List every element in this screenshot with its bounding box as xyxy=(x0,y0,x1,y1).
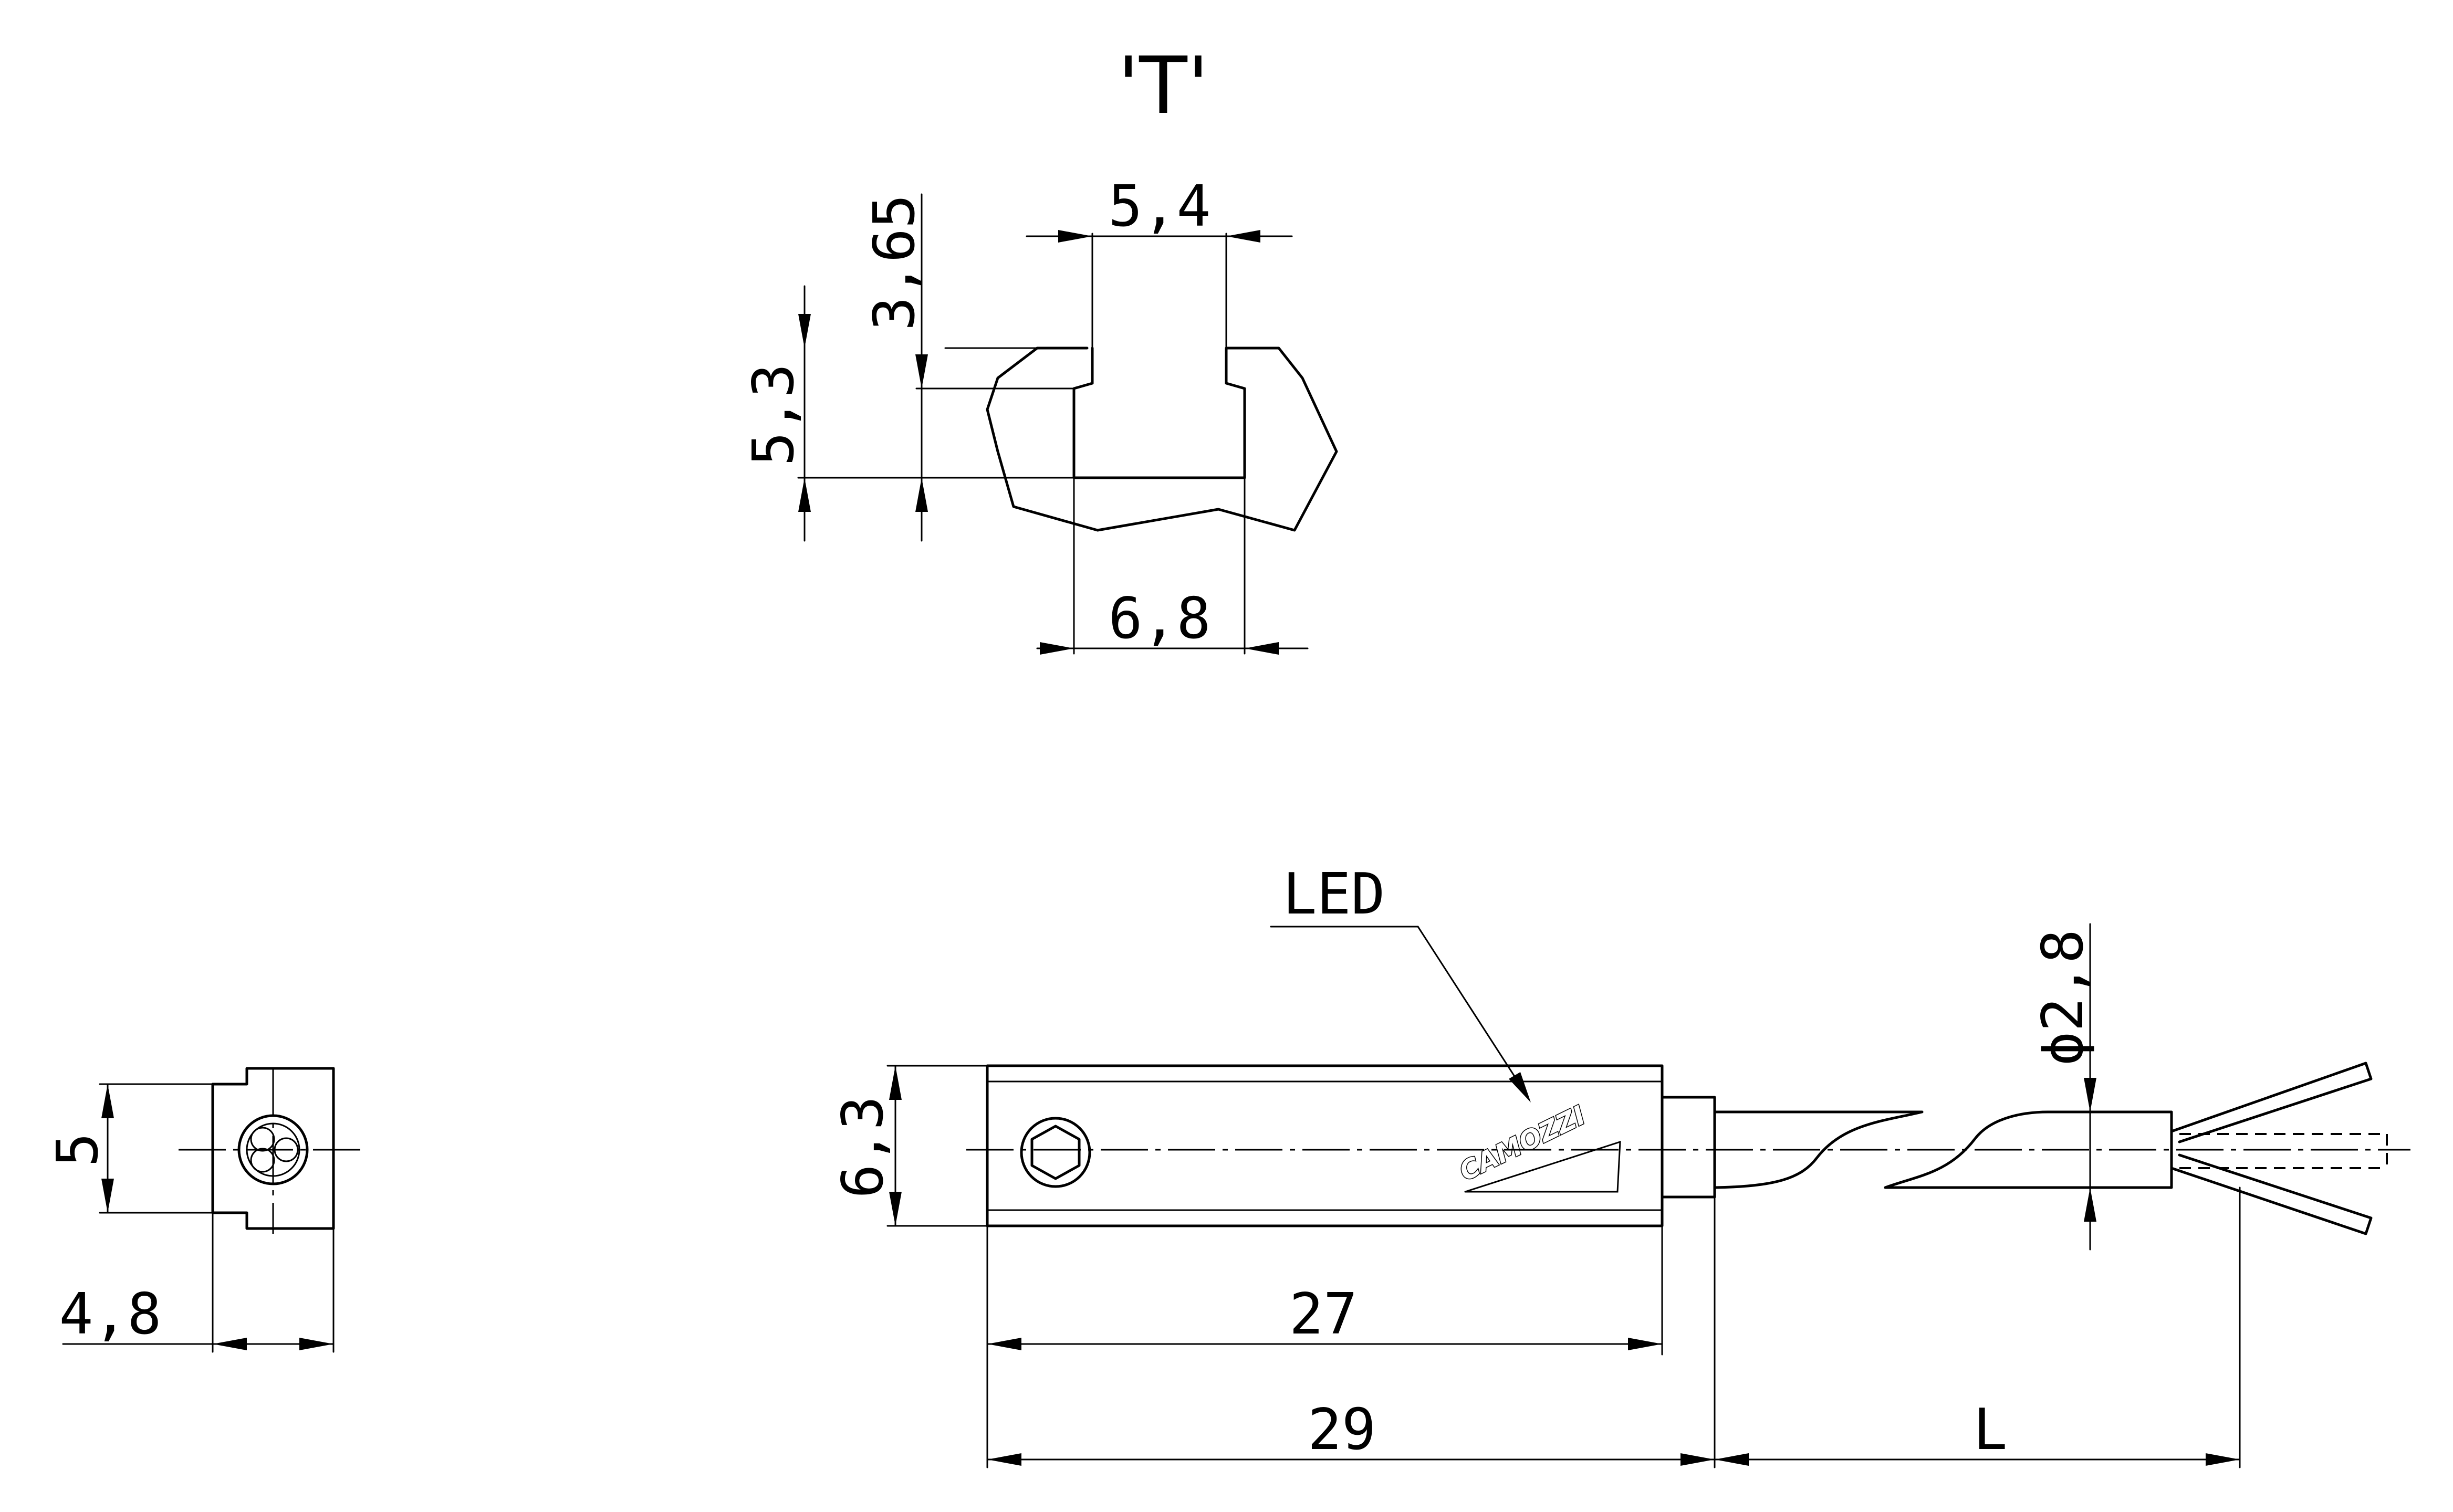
end-view: 5 4,8 xyxy=(45,1067,368,1353)
dim-cable-length: L xyxy=(1973,1397,2007,1463)
dim-overall-length: 29 xyxy=(1308,1397,1376,1463)
dim-body-length: 27 xyxy=(1289,1282,1358,1347)
side-view: CAMOZZI LED 6,3 ϕ2,8 xyxy=(830,862,2410,1468)
dim-body-height: 6,3 xyxy=(830,1096,896,1198)
dim-end-height: 5 xyxy=(45,1132,111,1167)
hex-screw-icon xyxy=(1020,1117,1091,1188)
led-label: LED xyxy=(1282,862,1385,927)
dim-slot-height: 5,3 xyxy=(741,363,807,466)
dim-cable-diameter: ϕ2,8 xyxy=(2030,929,2096,1066)
dim-slot-width-top: 5,4 xyxy=(1108,174,1210,239)
section-title: 'T' xyxy=(1118,40,1209,132)
camozzi-logo: CAMOZZI xyxy=(1454,1099,1621,1193)
dim-slot-width-bottom: 6,8 xyxy=(1108,586,1210,652)
t-slot-profile-view: 5,4 3,65 5,3 6,8 xyxy=(741,174,1338,655)
dim-slot-depth: 3,65 xyxy=(862,194,927,331)
dim-end-width: 4,8 xyxy=(59,1282,161,1347)
